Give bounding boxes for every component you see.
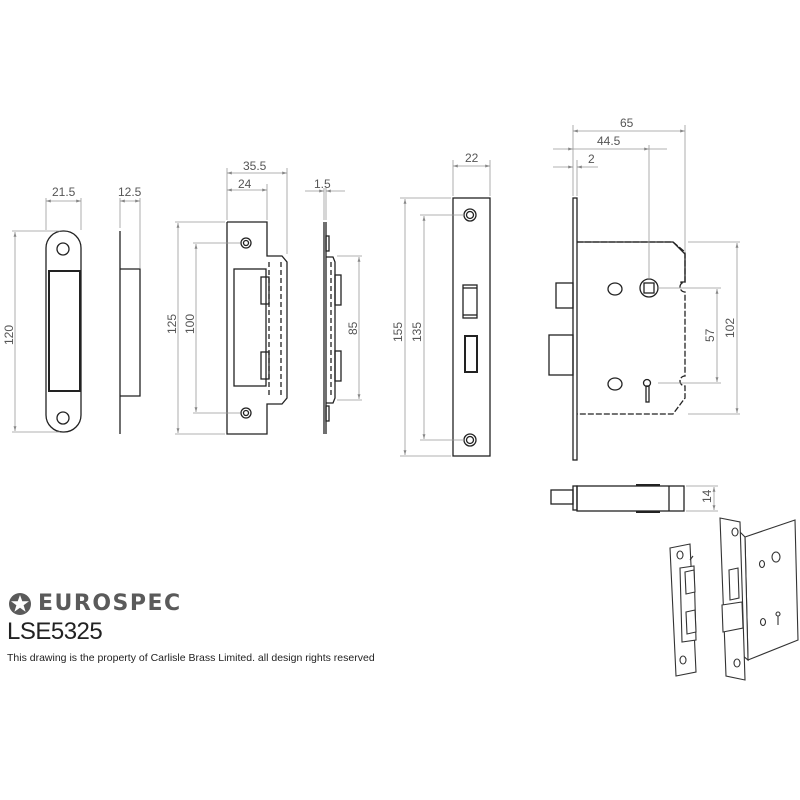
dim-keep-box-height: 85	[346, 321, 360, 335]
dim-keep-overall-width: 35.5	[243, 159, 267, 173]
dim-case-height: 102	[723, 318, 737, 338]
dim-strike-depth: 12.5	[118, 185, 142, 199]
strike-side-dimensions	[119, 198, 141, 268]
bolt-plan-dimensions	[686, 485, 718, 512]
keep-side-view	[323, 222, 342, 434]
dim-forend-fixing-centres: 135	[410, 322, 424, 342]
strike-side-view	[119, 231, 141, 434]
dim-keep-fixing-centres: 100	[183, 314, 197, 334]
brand-lockup: EUROSPEC	[8, 591, 182, 616]
keep-side-dimensions	[305, 188, 362, 401]
dim-backset: 44.5	[597, 134, 621, 148]
product-code: LSE5325	[7, 618, 103, 645]
isometric-keep	[669, 543, 697, 677]
dim-strike-height: 120	[2, 325, 16, 345]
dim-keep-thickness: 1.5	[314, 177, 331, 191]
dim-bolt-thickness: 14	[700, 489, 714, 503]
star-in-circle-icon	[9, 592, 31, 615]
dim-forend-height: 155	[391, 322, 405, 342]
keep-front-dimensions	[175, 168, 288, 435]
brand-name: EUROSPEC	[38, 591, 182, 616]
dim-keep-plate-width: 24	[238, 177, 252, 191]
bolt-plan-view	[550, 484, 685, 513]
lock-body-view	[548, 197, 686, 461]
lock-body-dimensions	[553, 125, 740, 415]
keep-front-view	[226, 221, 288, 435]
forend-front-dimensions	[400, 160, 491, 457]
dim-case-depth: 65	[620, 116, 634, 130]
forend-front-view	[452, 197, 491, 457]
copyright-notice: This drawing is the property of Carlisle…	[7, 652, 375, 664]
dim-forend-thickness: 2	[588, 152, 595, 166]
strike-front-view	[45, 230, 82, 433]
dim-centres: 57	[703, 328, 717, 342]
dim-keep-height: 125	[165, 314, 179, 334]
isometric-lock	[719, 517, 799, 681]
dim-forend-width: 22	[465, 151, 479, 165]
strike-front-dimensions	[12, 198, 82, 433]
dim-strike-width: 21.5	[52, 185, 76, 199]
